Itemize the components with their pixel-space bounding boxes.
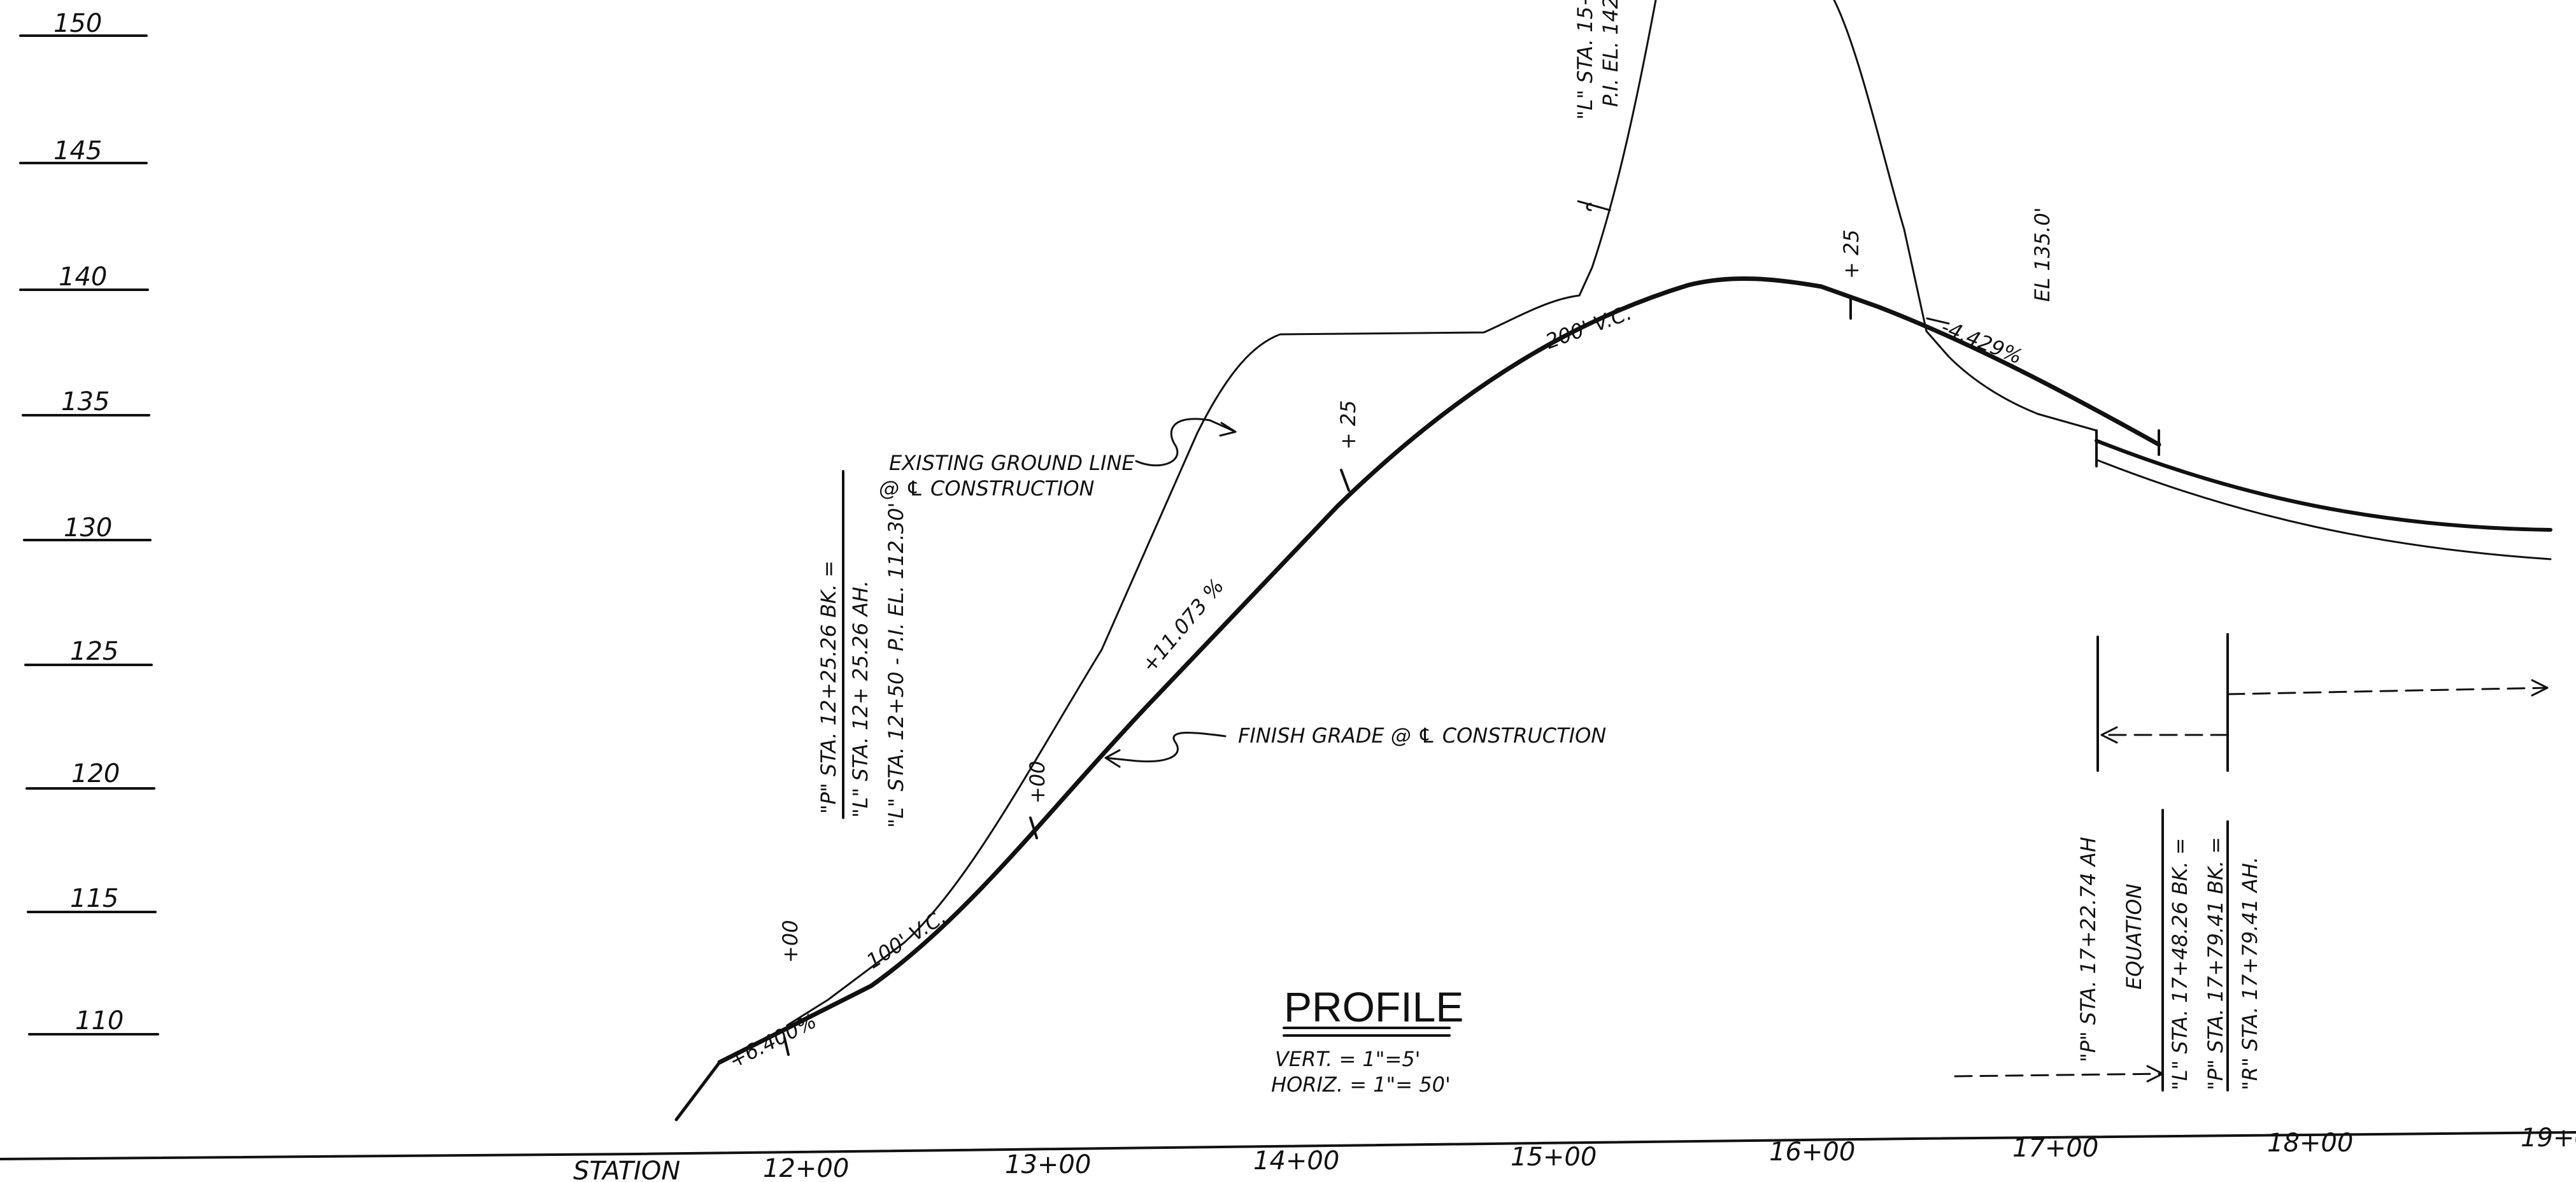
station-label: 14+00 xyxy=(1253,1146,1339,1176)
elevation-label: 150 xyxy=(53,9,102,38)
equation-text: "P" STA. 17+79.41 BK. = xyxy=(2203,837,2228,1090)
profile-title-block: PROFILE VERT. = 1"=5' HORIZ. = 1"= 50' xyxy=(1271,983,1463,1097)
elevation-label: 135 xyxy=(61,387,110,417)
right-profile-lower xyxy=(2095,459,2552,560)
station-equation-left: "P" STA. 12+25.26 BK. = "L" STA. 12+ 25.… xyxy=(816,470,908,828)
elevation-label: 130 xyxy=(64,513,112,543)
elevation-note: EL 135.0' xyxy=(2030,207,2054,302)
base-line xyxy=(0,1131,2576,1160)
station-label: 13+00 xyxy=(1005,1150,1091,1179)
elevation-scale: 150 145 140 135 130 125 120 115 110 xyxy=(19,9,159,1036)
grade-mark-label: +00 xyxy=(778,920,802,963)
existing-ground-callout: EXISTING GROUND LINE @ ℄ CONSTRUCTION xyxy=(879,418,1237,501)
vertical-curve-label: 200' V.C. xyxy=(1542,301,1635,354)
vert-scale: VERT. = 1"=5' xyxy=(1275,1047,1420,1071)
elevation-label: 115 xyxy=(70,884,118,913)
grade-mark-label: +00 xyxy=(1025,760,1050,804)
horiz-scale: HORIZ. = 1"= 50' xyxy=(1271,1072,1451,1097)
existing-ground-line xyxy=(786,0,1657,1027)
grade-marks: +00 +00 + 25 + 25 xyxy=(778,229,1863,1056)
grade-label-arrow xyxy=(1926,317,1950,325)
equation-text: "P" STA. 17+22.74 AH xyxy=(2076,837,2100,1062)
grade-spur xyxy=(674,1060,722,1121)
elevation-label: 140 xyxy=(59,262,107,292)
station-label: 16+00 xyxy=(1769,1137,1855,1167)
station-axis-label: STATION xyxy=(573,1157,680,1182)
pi-top-label: "L" STA. 15+ xyxy=(1573,0,1597,120)
grade-tick xyxy=(783,1037,790,1056)
callout-text: @ ℄ CONSTRUCTION xyxy=(879,476,1095,501)
ground-marker xyxy=(1577,200,1611,211)
arrowhead xyxy=(2100,726,2118,744)
station-label: 19+0 xyxy=(2521,1123,2576,1153)
finish-grade-line xyxy=(717,276,2161,1065)
grade-label: +6.400% xyxy=(725,1009,820,1073)
callout-text: EXISTING GROUND LINE xyxy=(889,451,1135,475)
arrowhead xyxy=(2146,1065,2164,1083)
station-label: 15+00 xyxy=(1511,1143,1597,1172)
callout-arrowhead xyxy=(1219,422,1237,437)
elevation-label: 125 xyxy=(70,637,118,666)
elevation-label: 145 xyxy=(53,136,102,166)
grade-label: +11.073 % xyxy=(1137,574,1228,677)
grade-mark-label: + 25 xyxy=(1839,229,1863,279)
dimension-arrow xyxy=(2226,687,2549,695)
elevation-label: 110 xyxy=(75,1006,124,1036)
grade-label: -4.429% xyxy=(1938,315,2026,369)
grade-tick xyxy=(1029,816,1038,839)
vertical-curve-label: 100' V.C. xyxy=(862,904,951,974)
dimension-arrow xyxy=(1954,1072,2164,1078)
elevation-label: 120 xyxy=(71,759,120,788)
right-profile-upper xyxy=(2095,439,2552,532)
pi-top-label: P.I. EL. 142. xyxy=(1598,0,1623,107)
callout-leader xyxy=(1104,732,1227,763)
existing-ground-right xyxy=(1833,0,2098,432)
callout-text: FINISH GRADE @ ℄ CONSTRUCTION xyxy=(1238,723,1606,748)
equation-text: "L" STA. 17+48.26 BK. = xyxy=(2168,837,2192,1090)
arrowhead xyxy=(2531,679,2549,697)
grade-mark-label: + 25 xyxy=(1336,400,1360,450)
equation-text: EQUATION xyxy=(2122,883,2146,990)
station-label: 12+00 xyxy=(763,1154,849,1182)
equation-text: "R" STA. 17+79.41 AH. xyxy=(2238,857,2262,1090)
callout-leader xyxy=(1135,418,1237,467)
equation-text: "L" STA. 12+ 25.26 AH. xyxy=(848,580,872,818)
equation-text: "L" STA. 12+50 - P.I. EL. 112.30' xyxy=(884,502,908,828)
station-label: 17+00 xyxy=(2012,1134,2098,1163)
callout-arrowhead xyxy=(1104,749,1121,768)
station-axis: STATION 12+00 13+00 14+00 15+00 16+00 17… xyxy=(0,1123,2576,1182)
station-label: 18+00 xyxy=(2267,1129,2353,1158)
equation-text: "P" STA. 12+25.26 BK. = xyxy=(816,560,841,814)
finish-grade-callout: FINISH GRADE @ ℄ CONSTRUCTION xyxy=(1104,723,1606,768)
grade-tick xyxy=(1340,469,1350,492)
profile-title: PROFILE xyxy=(1284,983,1463,1030)
station-equation-right: "P" STA. 17+22.74 AH EQUATION "L" STA. 1… xyxy=(1954,633,2549,1092)
